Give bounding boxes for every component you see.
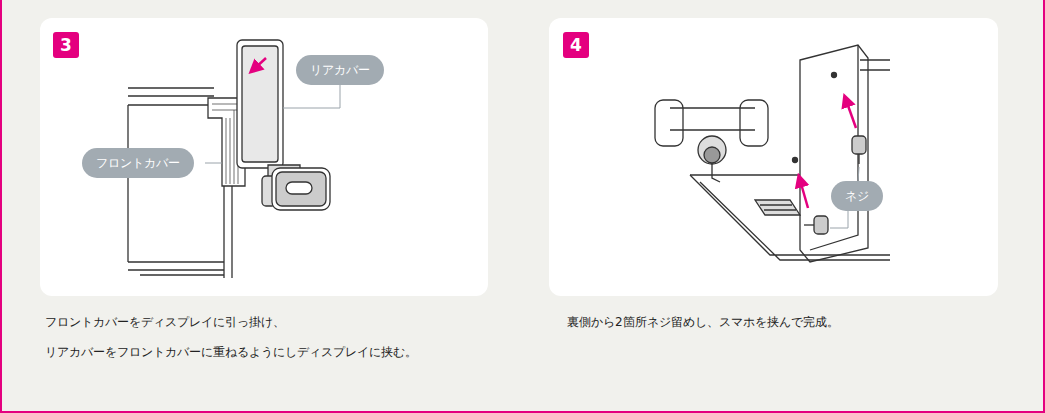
part-label: ネジ <box>831 181 883 211</box>
part-label-text: フロントカバー <box>96 155 180 172</box>
part-label: フロントカバー <box>82 148 194 178</box>
step-number: 4 <box>563 32 589 58</box>
part-label-text: リアカバー <box>310 62 370 79</box>
part-label-text: ネジ <box>845 188 869 205</box>
step-number-text: 4 <box>570 35 582 55</box>
caption-text: フロントカバーをディスプレイに引っ掛け、 <box>45 314 285 331</box>
caption-text: リアカバーをフロントカバーに重ねるようにしディスプレイに挟む。 <box>45 344 417 361</box>
step-number-text: 3 <box>60 35 72 55</box>
step-number: 3 <box>53 32 79 58</box>
caption-text: 裏側から2箇所ネジ留めし、スマホを挟んで完成。 <box>567 314 839 331</box>
part-label: リアカバー <box>296 55 384 85</box>
